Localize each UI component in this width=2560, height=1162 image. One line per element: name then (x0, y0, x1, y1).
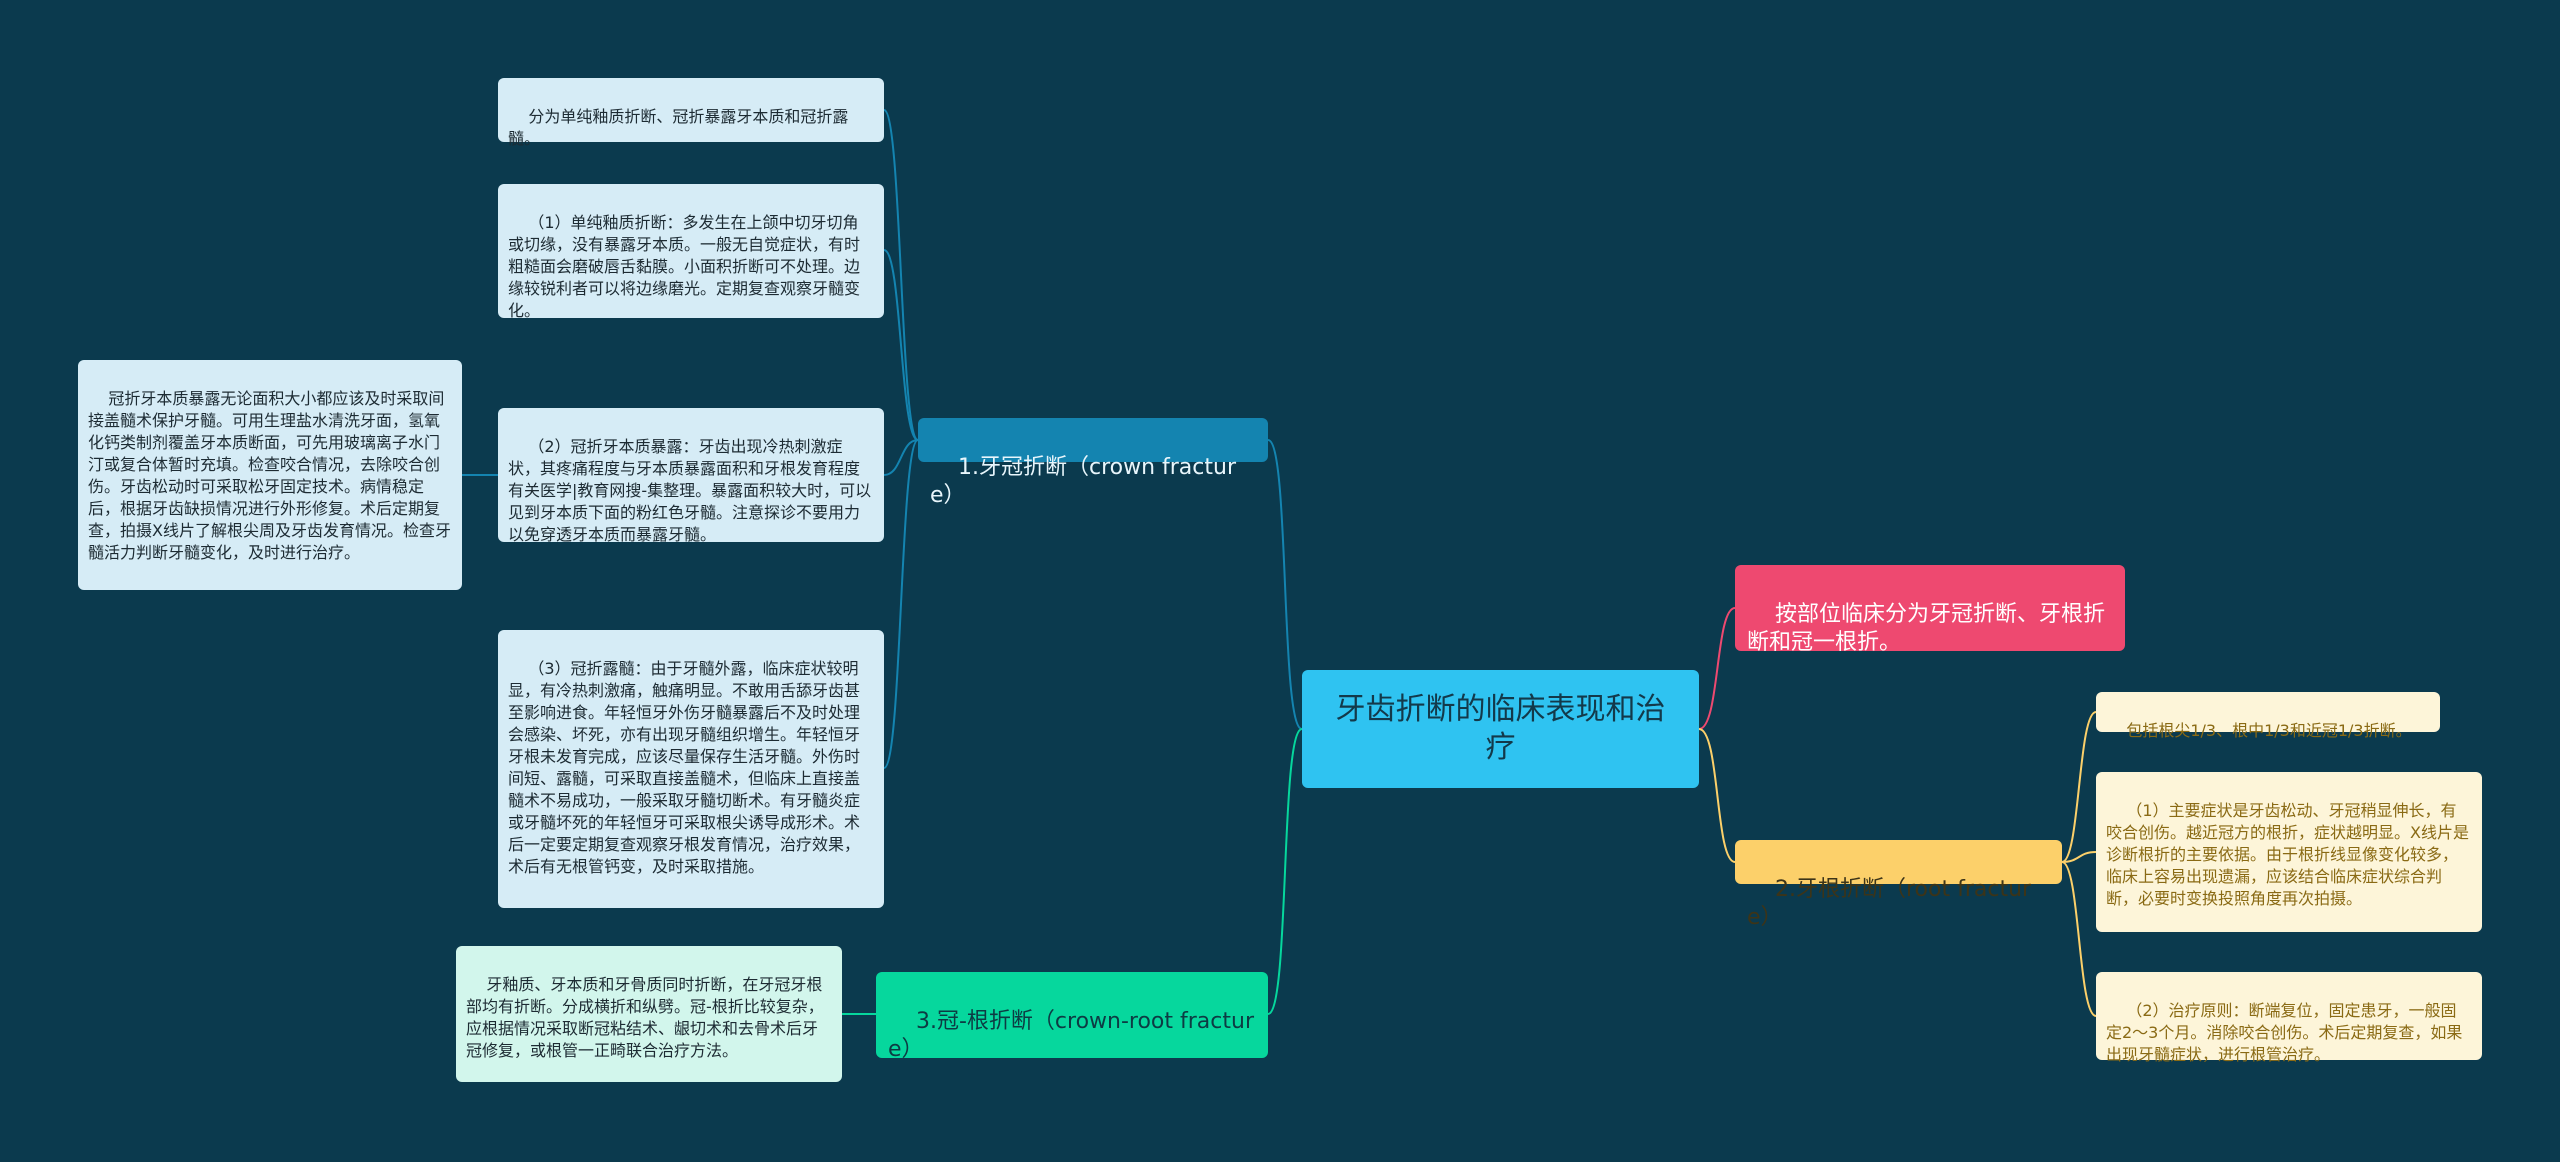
root-leaf-symptoms-text: （1）主要症状是牙齿松动、牙冠稍显伸长，有咬合创伤。越近冠方的根折，症状越明显。… (2106, 801, 2469, 908)
link-rootfracture-leaf1 (2061, 711, 2097, 863)
crown-leaf-enamel[interactable]: （1）单纯釉质折断：多发生在上颌中切牙切角或切缘，没有暴露牙本质。一般无自觉症状… (498, 184, 884, 320)
branch-crown-root-fracture-label: 3.冠-根折断（crown-root fracture） (888, 1009, 1254, 1062)
link-root-crown (1267, 439, 1303, 730)
link-crown-leaf4 (883, 439, 919, 769)
link-root-rootfracture (1698, 728, 1736, 863)
link-crown-leaf2 (883, 249, 919, 441)
crownroot-leaf-description-text: 牙釉质、牙本质和牙骨质同时折断，在牙冠牙根部均有折断。分成横折和纵劈。冠-根折比… (466, 975, 824, 1060)
crown-subleaf-treatment-text: 冠折牙本质暴露无论面积大小都应该及时采取间接盖髓术保护牙髓。可用生理盐水清洗牙面… (88, 389, 451, 562)
crownroot-leaf-description[interactable]: 牙釉质、牙本质和牙骨质同时折断，在牙冠牙根部均有折断。分成横折和纵劈。冠-根折比… (456, 946, 842, 1082)
root-leaf-location-text: 包括根尖1/3、根中1/3和近冠1/3折断。 (2126, 721, 2412, 740)
crown-subleaf-treatment[interactable]: 冠折牙本质暴露无论面积大小都应该及时采取间接盖髓术保护牙髓。可用生理盐水清洗牙面… (78, 360, 462, 590)
root-node-label: 牙齿折断的临床表现和治疗 (1335, 692, 1666, 765)
crown-leaf-classification-text: 分为单纯釉质折断、冠折暴露牙本质和冠折露髓。 (508, 107, 849, 148)
branch-root-fracture[interactable]: 2.牙根折断（root fracture） (1735, 840, 2062, 930)
root-leaf-treatment[interactable]: （2）治疗原则：断端复位，固定患牙，一般固定2～3个月。消除咬合创伤。术后定期复… (2096, 972, 2482, 1064)
link-root-crownroot (1267, 728, 1303, 1015)
branch-crown-fracture[interactable]: 1.牙冠折断（crown fracture） (918, 418, 1268, 508)
branch-classification[interactable]: 按部位临床分为牙冠折断、牙根折断和冠一根折。 (1735, 565, 2125, 655)
crown-leaf-pulp-exposure[interactable]: （3）冠折露髓：由于牙髓外露，临床症状较明显，有冷热刺激痛，触痛明显。不敢用舌舔… (498, 630, 884, 908)
branch-classification-label: 按部位临床分为牙冠折断、牙根折断和冠一根折。 (1747, 602, 2105, 655)
link-crown-leaf3 (883, 439, 919, 476)
link-crown-leaf1 (883, 109, 919, 441)
link-root-classification (1698, 607, 1736, 730)
root-leaf-location[interactable]: 包括根尖1/3、根中1/3和近冠1/3折断。 (2096, 692, 2440, 740)
branch-crown-fracture-label: 1.牙冠折断（crown fracture） (930, 455, 1237, 508)
crown-leaf-dentin[interactable]: （2）冠折牙本质暴露：牙齿出现冷热刺激症状，其疼痛程度与牙本质暴露面积和牙根发育… (498, 408, 884, 544)
crown-leaf-enamel-text: （1）单纯釉质折断：多发生在上颌中切牙切角或切缘，没有暴露牙本质。一般无自觉症状… (508, 213, 861, 320)
crown-leaf-pulp-exposure-text: （3）冠折露髓：由于牙髓外露，临床症状较明显，有冷热刺激痛，触痛明显。不敢用舌舔… (508, 659, 861, 876)
branch-crown-root-fracture[interactable]: 3.冠-根折断（crown-root fracture） (876, 972, 1268, 1062)
root-node[interactable]: 牙齿折断的临床表现和治疗 (1302, 670, 1699, 788)
link-rootfracture-leaf3 (2061, 861, 2097, 1017)
crown-leaf-classification[interactable]: 分为单纯釉质折断、冠折暴露牙本质和冠折露髓。 (498, 78, 884, 148)
branch-root-fracture-label: 2.牙根折断（root fracture） (1747, 877, 2032, 930)
root-leaf-symptoms[interactable]: （1）主要症状是牙齿松动、牙冠稍显伸长，有咬合创伤。越近冠方的根折，症状越明显。… (2096, 772, 2482, 932)
root-leaf-treatment-text: （2）治疗原则：断端复位，固定患牙，一般固定2～3个月。消除咬合创伤。术后定期复… (2106, 1001, 2463, 1064)
link-rootfracture-leaf2 (2061, 851, 2097, 863)
crown-leaf-dentin-text: （2）冠折牙本质暴露：牙齿出现冷热刺激症状，其疼痛程度与牙本质暴露面积和牙根发育… (508, 437, 872, 544)
